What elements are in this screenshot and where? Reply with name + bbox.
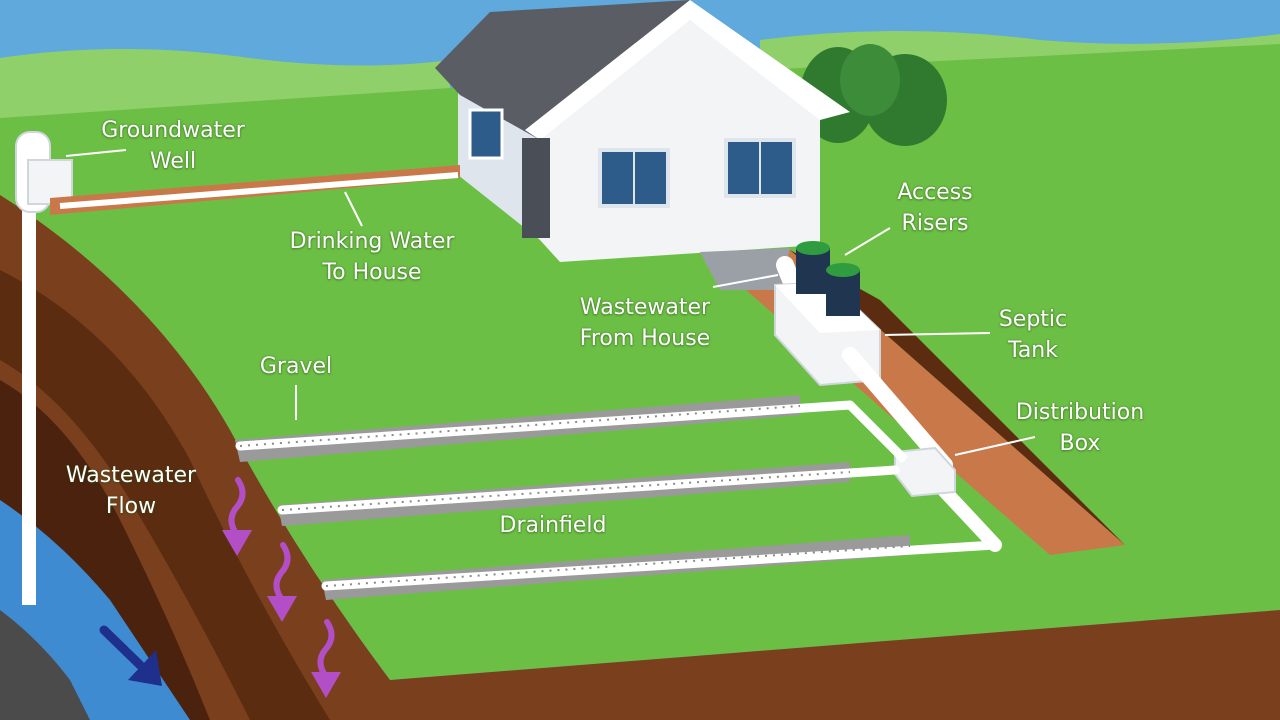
flow-arrow-head	[222, 530, 252, 556]
leader-line	[844, 227, 891, 256]
label-line: Flow	[105, 494, 157, 519]
groundwater-well-label: Groundwater Well	[78, 115, 268, 177]
flow-arrow-head	[267, 596, 297, 622]
groundwater-well	[15, 131, 73, 605]
flow-arrow	[273, 542, 291, 604]
label-line: Septic	[998, 307, 1068, 332]
label-line: Gravel	[259, 354, 333, 379]
leader-line	[712, 274, 779, 288]
groundwater-flow-arrow	[99, 625, 162, 686]
drinking-water-label: Drinking Water To House	[262, 226, 482, 288]
label-line: Risers	[901, 211, 969, 236]
label-line: Well	[149, 149, 197, 174]
label-line: Wastewater	[579, 295, 711, 320]
wastewater-flow-arrows	[222, 477, 341, 698]
drainfield-trenches	[235, 395, 1000, 600]
flow-arrow	[317, 619, 335, 681]
leader-line	[65, 149, 127, 157]
drainfield-label: Drainfield	[478, 510, 628, 541]
house-door	[522, 138, 550, 238]
soil-front	[390, 610, 1280, 720]
leader-line	[344, 191, 363, 227]
label-line: Wastewater	[65, 463, 197, 488]
bedrock	[0, 610, 90, 720]
access-risers-label: Access Risers	[870, 177, 1000, 239]
label-line: Distribution	[1015, 400, 1145, 425]
label-line: Tank	[1008, 338, 1058, 363]
distribution-box-label: Distribution Box	[992, 397, 1168, 459]
house-window	[468, 108, 504, 160]
wastewater-flow-label: Wastewater Flow	[46, 460, 216, 522]
house	[435, 0, 850, 290]
leader-lines	[65, 149, 1036, 456]
drinking-water-line	[50, 165, 460, 215]
wastewater-from-house-label: Wastewater From House	[555, 292, 735, 354]
label-line: Drinking Water	[289, 229, 455, 254]
flow-arrow	[228, 477, 246, 539]
label-line: From House	[579, 326, 711, 351]
flow-arrow-head	[311, 672, 341, 698]
label-line: To House	[322, 260, 422, 285]
access-risers	[796, 241, 860, 316]
label-line: Groundwater	[101, 118, 245, 143]
leader-line	[954, 436, 1036, 456]
gravel-label: Gravel	[246, 351, 346, 382]
soil-layer	[0, 270, 330, 720]
leader-line	[884, 332, 991, 336]
label-line: Access	[897, 180, 973, 205]
septic-tank-label: Septic Tank	[978, 304, 1088, 366]
label-line: Drainfield	[499, 513, 607, 538]
label-line: Box	[1059, 431, 1101, 456]
